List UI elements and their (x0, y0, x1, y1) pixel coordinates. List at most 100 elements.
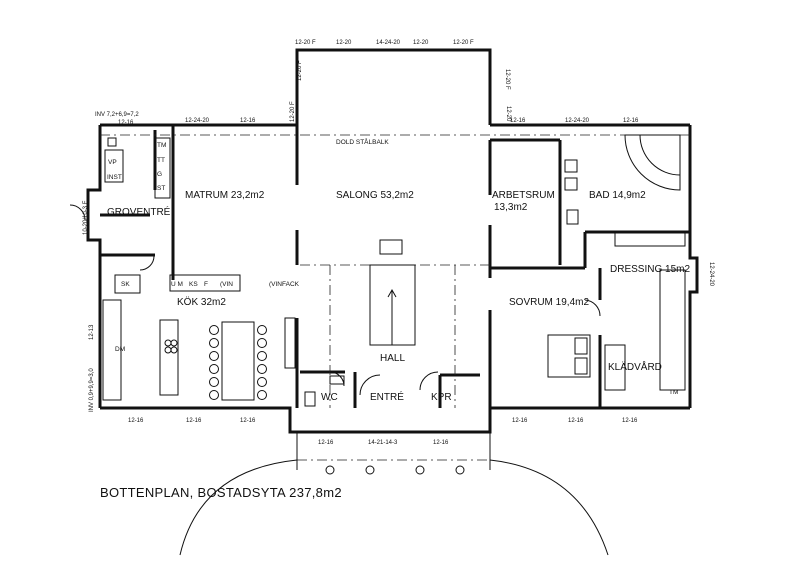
room-dressing: DRESSING 15m2 (610, 264, 690, 275)
stove-burner-icon (170, 339, 178, 347)
porch-arc-left (179, 459, 298, 556)
window-label: 12-16 (118, 120, 134, 126)
window-label: 12-20 F (297, 60, 303, 81)
room-salong: SALONG 53,2m2 (336, 190, 414, 201)
window-label: 12-16 (240, 118, 256, 124)
right-wall (688, 125, 699, 408)
sink-2-icon (564, 177, 578, 191)
sink-1-icon (564, 159, 578, 173)
kitchen-counter-left (102, 299, 122, 401)
shower-curve-icon (639, 134, 681, 176)
dm-label: DM (115, 346, 125, 353)
bottom-wall (100, 406, 690, 434)
stove-burner-icon (164, 346, 172, 354)
bath-fixtures (304, 134, 686, 407)
pillow-icon (574, 357, 588, 375)
vp-inst-box (104, 149, 124, 183)
vp-label: VP (108, 159, 117, 166)
room-arbetsrum-name: ARBETSRUM (492, 190, 555, 201)
chair-icon (209, 325, 219, 335)
stove-burner-icon (164, 339, 172, 347)
room-kpr: KPR (431, 392, 452, 403)
room-bad: BAD 14,9m2 (589, 190, 646, 201)
inv-label-top: INV 7,2+6,9=7,2 (95, 112, 139, 118)
window-label: 14-24-20 (376, 40, 401, 46)
door-swing-entre (359, 374, 381, 396)
dining-chairs (164, 325, 267, 400)
porch-arc-right (489, 459, 609, 556)
chair-icon (257, 338, 267, 348)
tt-label: TT (157, 157, 165, 164)
door-swing-sovrum (584, 299, 601, 317)
window-label: 12-16 (318, 440, 334, 446)
window-label: 12-24-20 (565, 118, 590, 124)
bath-bench-icon (614, 231, 686, 247)
window-label: 12-16 (510, 118, 526, 124)
bedroom-furniture (547, 269, 686, 391)
inv-label-left: INV 0,9+9,9=3,0 (89, 368, 95, 412)
window-label: 12-24-20 (708, 262, 714, 287)
tm-label: TM (157, 142, 166, 149)
room-kladvard: KLÄDVÅRD (608, 360, 662, 373)
room-sovrum: SOVRUM 19,4m2 (509, 297, 589, 308)
column-icon (455, 465, 465, 475)
door-swing-groventre (69, 204, 86, 221)
room-labels: DOLD STÅLBALK MATRUM 23,2m2 SALONG 53,2m… (107, 137, 690, 403)
kitchen-fixtures (102, 137, 296, 401)
chair-icon (257, 377, 267, 387)
window-label: 12-20 F (290, 101, 296, 122)
window-label: 12-20 F (453, 40, 474, 46)
dressing-shelf (659, 269, 686, 391)
window-label: 12-16 (622, 418, 638, 424)
window-label: 12-16 (433, 440, 449, 446)
window-label: 14-21-14-3 (368, 440, 398, 446)
chair-icon (209, 364, 219, 374)
window-label: 12-16 (186, 418, 202, 424)
wine-rack (284, 317, 296, 369)
meter-icon (107, 137, 117, 147)
inst-label: INST (107, 174, 122, 181)
chair-icon (209, 377, 219, 387)
fixture-labels: VP INST TM TT G ST SK U M KS F (VIN (VIN… (107, 142, 678, 396)
tm2-label: TM (669, 389, 678, 396)
window-label: 12-16 (568, 418, 584, 424)
toilet-wc-icon (304, 391, 316, 407)
window-label: 12-20 F (504, 69, 510, 90)
vin-label: (VIN (220, 281, 233, 288)
room-wc: WC (321, 392, 338, 403)
staircase (369, 239, 416, 346)
chair-icon (257, 364, 267, 374)
door-swings (69, 204, 601, 396)
fireplace-box (379, 239, 403, 255)
window-labels: 12-20 F 12-20 14-24-20 12-20 12-20 F 12-… (83, 40, 714, 446)
pillow-icon (574, 337, 588, 355)
bed-icon (547, 334, 591, 378)
column-icon (415, 465, 425, 475)
wardrobe-unit (604, 344, 626, 391)
dining-table (221, 321, 255, 401)
chair-icon (257, 325, 267, 335)
column-icon (325, 465, 335, 475)
porch (179, 432, 609, 556)
salong-bay-wall (295, 48, 492, 125)
window-label: 12-20 (413, 40, 429, 46)
sink-wc-icon (329, 375, 345, 385)
kitchen-cabinets-top (169, 274, 241, 292)
door-swing-kok (139, 255, 155, 271)
column-icon (365, 465, 375, 475)
room-arbetsrum-area: 13,3m2 (494, 202, 528, 213)
chair-icon (257, 390, 267, 400)
window-label: 12-16 (512, 418, 528, 424)
left-wall (86, 125, 102, 408)
window-label: 12-20 (336, 40, 352, 46)
interior-walls (100, 125, 690, 408)
vinfack-label: (VINFACK (269, 281, 300, 288)
g-label: G (157, 171, 162, 178)
plan-title: BOTTENPLAN, BOSTADSYTA 237,8m2 (100, 485, 342, 500)
chair-icon (209, 338, 219, 348)
sk-label: SK (121, 281, 130, 288)
beam-note: DOLD STÅLBALK (336, 137, 389, 146)
window-label: 12-20 F (295, 40, 316, 46)
